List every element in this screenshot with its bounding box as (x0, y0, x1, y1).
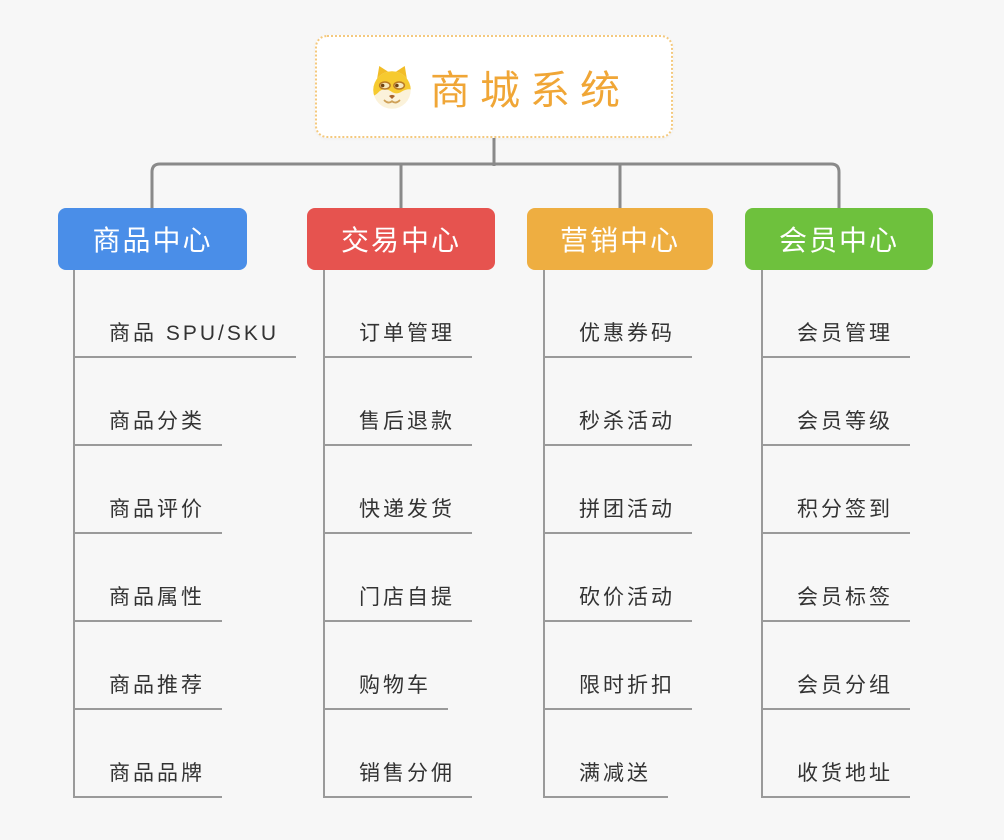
branch-items-member-center: 会员管理 会员等级 积分签到 会员标签 会员分组 收货地址 (761, 270, 910, 798)
root-title: 商城系统 (430, 68, 630, 113)
branch-node-marketing-center[interactable]: 营销中心 (527, 208, 713, 270)
list-item: 售后退款 (325, 358, 472, 446)
bus-line (150, 162, 841, 208)
item-topic[interactable]: 门店自提 (325, 581, 472, 622)
item-topic[interactable]: 商品 SPU/SKU (75, 317, 297, 358)
item-topic[interactable]: 售后退款 (325, 405, 472, 446)
branch-items-trade-center: 订单管理 售后退款 快递发货 门店自提 购物车 销售分佣 (323, 270, 472, 798)
list-item: 购物车 (325, 622, 472, 710)
list-item: 限时折扣 (545, 622, 692, 710)
list-item: 商品 SPU/SKU (75, 270, 297, 358)
item-topic[interactable]: 商品推荐 (75, 669, 222, 710)
list-item: 秒杀活动 (545, 358, 692, 446)
list-item: 门店自提 (325, 534, 472, 622)
item-topic[interactable]: 会员管理 (763, 317, 910, 358)
list-item: 收货地址 (763, 710, 910, 798)
branch-items-product-center: 商品 SPU/SKU 商品分类 商品评价 商品属性 商品推荐 商品品牌 (73, 270, 297, 798)
list-item: 快递发货 (325, 446, 472, 534)
item-topic[interactable]: 会员分组 (763, 669, 910, 710)
item-topic[interactable]: 秒杀活动 (545, 405, 692, 446)
item-topic[interactable]: 会员标签 (763, 581, 910, 622)
item-topic[interactable]: 商品分类 (75, 405, 222, 446)
list-item: 商品属性 (75, 534, 296, 622)
branch-node-trade-center[interactable]: 交易中心 (307, 208, 495, 270)
list-item: 商品分类 (75, 358, 296, 446)
list-item: 商品推荐 (75, 622, 296, 710)
list-item: 会员分组 (763, 622, 910, 710)
item-topic[interactable]: 收货地址 (763, 757, 910, 798)
item-topic[interactable]: 快递发货 (325, 493, 472, 534)
item-topic[interactable]: 满减送 (545, 757, 668, 798)
list-item: 会员标签 (763, 534, 910, 622)
item-topic[interactable]: 订单管理 (325, 317, 472, 358)
item-topic[interactable]: 商品属性 (75, 581, 222, 622)
item-topic[interactable]: 会员等级 (763, 405, 910, 446)
list-item: 会员等级 (763, 358, 910, 446)
item-topic[interactable]: 商品评价 (75, 493, 222, 534)
list-item: 砍价活动 (545, 534, 692, 622)
item-topic[interactable]: 销售分佣 (325, 757, 472, 798)
item-topic[interactable]: 拼团活动 (545, 493, 692, 534)
list-item: 满减送 (545, 710, 692, 798)
item-topic[interactable]: 积分签到 (763, 493, 910, 534)
item-topic[interactable]: 限时折扣 (545, 669, 692, 710)
dog-face-icon (373, 65, 411, 109)
list-item: 订单管理 (325, 270, 472, 358)
list-item: 拼团活动 (545, 446, 692, 534)
list-item: 商品评价 (75, 446, 296, 534)
list-item: 会员管理 (763, 270, 910, 358)
item-topic[interactable]: 砍价活动 (545, 581, 692, 622)
list-item: 积分签到 (763, 446, 910, 534)
branch-node-member-center[interactable]: 会员中心 (745, 208, 933, 270)
list-item: 销售分佣 (325, 710, 472, 798)
item-topic[interactable]: 购物车 (325, 669, 448, 710)
list-item: 优惠券码 (545, 270, 692, 358)
item-topic[interactable]: 商品品牌 (75, 757, 222, 798)
branch-items-marketing-center: 优惠券码 秒杀活动 拼团活动 砍价活动 限时折扣 满减送 (543, 270, 692, 798)
root-node[interactable]: 商城系统 (315, 35, 673, 138)
item-topic[interactable]: 优惠券码 (545, 317, 692, 358)
branch-node-product-center[interactable]: 商品中心 (58, 208, 247, 270)
list-item: 商品品牌 (75, 710, 296, 798)
